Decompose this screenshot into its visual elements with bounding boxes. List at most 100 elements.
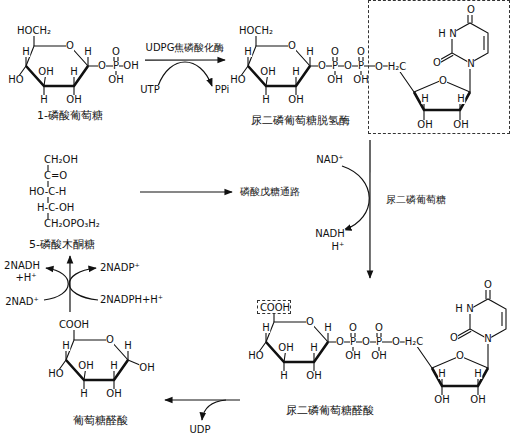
structure-label: O: [357, 47, 365, 57]
atom-label: COOH: [260, 303, 290, 313]
structure-label: N: [484, 334, 491, 344]
structure-label: H: [80, 389, 88, 399]
structure-label: H₂C: [405, 337, 424, 347]
structure-label: H: [22, 47, 30, 57]
atom-label: N: [449, 29, 456, 39]
structure-label: O: [484, 280, 492, 290]
structure-label: CH₂OH: [44, 155, 78, 165]
cofactor-curve: [69, 268, 98, 300]
structure-label: UDP: [189, 425, 210, 435]
structure-label: H: [292, 67, 300, 77]
structure-label: OH: [470, 395, 485, 405]
structure-label: +H⁺: [15, 273, 36, 283]
reaction-arrow: [69, 256, 70, 312]
structure-label: H: [62, 341, 70, 351]
structure-label: H: [310, 343, 318, 353]
structure-label: H: [306, 47, 314, 57]
structure-label: O: [112, 47, 120, 57]
structure-label: H-C-OH: [37, 203, 74, 213]
structure-label: OH: [434, 395, 449, 405]
structure-label: 磷酸戊糖通路: [240, 187, 300, 197]
structure-label: P: [350, 337, 356, 347]
structure-label: H: [244, 47, 252, 57]
structure-label: OH: [38, 67, 53, 77]
glucose-ring: [238, 31, 310, 100]
atom-label: O: [433, 58, 441, 68]
structure-label: OH: [353, 75, 368, 85]
compound-name: 5-磷酸木酮糖: [29, 239, 95, 250]
structure-label: O: [318, 61, 326, 71]
structure-label: P: [113, 61, 119, 71]
atom-label: O: [467, 5, 475, 15]
structure-label: HOCH₂: [239, 26, 273, 36]
structure-label: 2NADH: [4, 261, 40, 271]
cofactor-curve: [44, 268, 68, 300]
structure-label: O: [450, 333, 458, 343]
structure-label: UTP: [140, 85, 159, 95]
structure-label: H: [84, 47, 92, 57]
enzyme-label: UDPG焦磷酸化酶: [146, 43, 225, 53]
atom-label: H: [421, 94, 429, 104]
compound-name: 尿二磷葡萄糖醛酸: [286, 405, 374, 416]
structure-label: OH: [66, 95, 81, 105]
reaction-arrow: [369, 140, 370, 278]
pathway-arrow: [140, 191, 232, 192]
udp-tail: [310, 9, 488, 124]
structure-label: HO-C-H: [29, 187, 66, 197]
structure-label: O: [456, 351, 464, 361]
atom-label: H₂C: [388, 62, 407, 72]
atom-label: N: [467, 59, 474, 69]
structure-label: O: [331, 47, 339, 57]
structure-label: OH: [106, 389, 121, 399]
structure-label: H: [455, 304, 463, 314]
atom-label: OH: [453, 120, 468, 130]
structure-label: O: [288, 41, 296, 51]
structure-label: HO: [48, 369, 63, 379]
structure-label: H: [324, 323, 332, 333]
structure-label: OH: [260, 67, 275, 77]
structure-label: OH: [306, 371, 321, 381]
structure-label: COOH: [59, 320, 89, 330]
structure-label: O: [106, 335, 114, 345]
udp-tail: [328, 285, 506, 400]
structure-label: HO: [8, 75, 23, 85]
structure-label: OH: [327, 75, 342, 85]
structure-label: N: [466, 304, 473, 314]
structure-label: HOCH₂: [17, 26, 51, 36]
structure-label: C=O: [44, 171, 67, 181]
atom-label: OH: [417, 120, 432, 130]
structure-label: OH: [288, 95, 303, 105]
glucose-ring: [16, 31, 88, 100]
cofactor-curve: [158, 62, 212, 86]
structure-label: 2NADPH+H⁺: [100, 295, 163, 305]
structure-label: H: [262, 95, 270, 105]
atom-label: O: [439, 76, 447, 86]
structure-label: H⁺: [332, 242, 345, 252]
structure-label: P: [376, 337, 382, 347]
cofactor-curve: [202, 400, 226, 420]
structure-label: O: [306, 317, 314, 327]
cofactor-curve: [342, 166, 369, 230]
structure-label: O: [66, 41, 74, 51]
structure-label: OH: [108, 75, 123, 85]
structure-label: PPi: [215, 85, 230, 95]
structure-label: NADH: [315, 229, 345, 239]
structure-label: P: [358, 61, 364, 71]
structure-label: O: [392, 337, 400, 347]
glucose-ring: [256, 307, 328, 376]
structure-label: HO: [248, 351, 263, 361]
structure-label: OH: [278, 343, 293, 353]
structure-label: 2NAD⁺: [5, 297, 39, 307]
structure-label: NAD⁺: [316, 155, 343, 165]
structure-label: O: [349, 323, 357, 333]
compound-name: 尿二磷葡萄糖脱氢酶: [251, 115, 350, 126]
structure-label: OH: [345, 351, 360, 361]
structure-label: OH: [371, 351, 386, 361]
structure-label: H: [40, 95, 48, 105]
compound-name: 葡萄糖醛酸: [73, 415, 128, 426]
structure-label: 2NADP⁺: [100, 263, 140, 273]
glucose-ring: [56, 325, 128, 394]
reaction-arrow: [165, 399, 240, 400]
structure-label: H: [110, 361, 118, 371]
enzyme-label: 尿二磷葡萄糖: [386, 195, 446, 205]
